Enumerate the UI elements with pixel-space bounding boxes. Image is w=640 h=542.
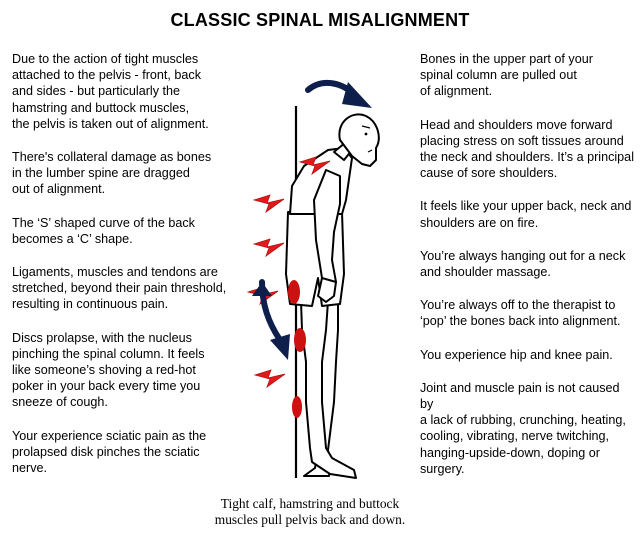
human-figure [285,113,380,479]
curved-arrow-icon [305,79,372,108]
pain-lightning-icon [254,369,286,388]
left-paragraph: There's collateral damage as bones in th… [12,150,212,197]
left-paragraph: Due to the action of tight muscles attac… [12,52,209,131]
hamstring-muscle-spot [294,328,306,352]
mouth [367,149,373,153]
buttock-muscle-spot [288,280,300,304]
right-paragraph: You experience hip and knee pain. [420,347,613,362]
figure-caption: Tight calf, hamstring and buttock muscle… [214,496,406,527]
page-title: CLASSIC SPINAL MISALIGNMENT [170,10,470,30]
eyebrow [361,125,371,129]
right-paragraph: Head and shoulders move forward placing … [420,117,634,181]
pain-lightning-icon [253,238,285,257]
pain-lightning-icon [253,194,285,213]
curved-arrow-icon [252,279,290,360]
left-paragraph: Ligaments, muscles and tendons are stret… [12,265,227,312]
eye [364,132,368,136]
right-paragraph: You’re always hanging out for a neck and… [420,248,626,280]
left-paragraph: The ‘S’ shaped curve of the back becomes… [12,215,195,246]
left-paragraph: Your experience sciatic pain as the prol… [12,428,207,476]
right-paragraph: It feels like your upper back, neck and … [420,199,632,230]
calf-muscle-spot [292,396,302,418]
right-paragraph: Joint and muscle pain is not caused by a… [420,380,626,476]
right-text-column: Bones in the upper part of your spinal c… [420,51,635,494]
right-paragraph: You’re always off to the therapist to ‘p… [420,298,621,329]
left-text-column: Due to the action of tight muscles attac… [12,51,232,493]
left-paragraph: Discs prolapse, with the nucleus pinchin… [12,330,205,410]
right-paragraph: Bones in the upper part of your spinal c… [420,52,593,99]
